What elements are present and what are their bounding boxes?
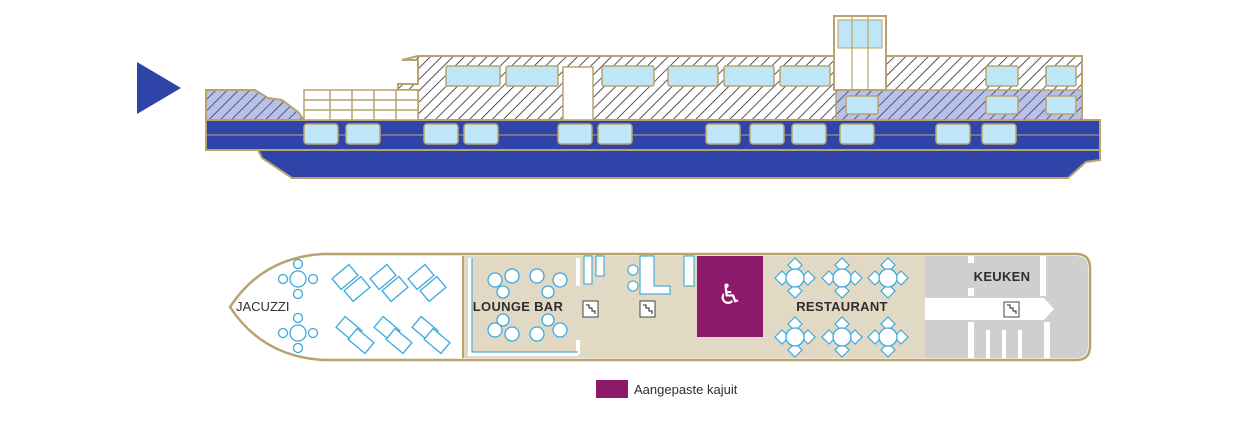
restaurant-table [774, 316, 816, 358]
restaurant-chair [787, 283, 803, 299]
restaurant-table-top [878, 327, 898, 347]
wheelhouse [833, 15, 887, 91]
bar-counter [583, 255, 695, 295]
play-arrow-icon [137, 62, 181, 114]
jacuzzi-tables [277, 258, 319, 354]
restaurant-chair [893, 270, 909, 286]
restaurant-chair [880, 283, 896, 299]
restaurant-chair [867, 270, 883, 286]
bar-stools [627, 264, 639, 292]
restaurant-chair [893, 329, 909, 345]
area-label-jacuzzi: JACUZZI [236, 299, 289, 314]
restaurant-chair [787, 257, 803, 273]
hull [206, 149, 1101, 179]
restaurant-table-top [878, 268, 898, 288]
restaurant-chair [847, 270, 863, 286]
area-label-lounge-bar: LOUNGE BAR [473, 299, 564, 314]
stairs-icon [582, 300, 599, 318]
stairs-icon [1003, 301, 1020, 318]
door-opening [562, 66, 594, 121]
restaurant-table [774, 257, 816, 299]
restaurant-table-top [832, 327, 852, 347]
kitchen-label-box [968, 263, 1036, 288]
restaurant-table [821, 316, 863, 358]
restaurant-chair [880, 316, 896, 332]
sunloungers [331, 263, 451, 355]
restaurant-chair [834, 316, 850, 332]
wheelchair-icon: ♿ [717, 278, 742, 311]
lounge-bar-partition-outline [471, 258, 578, 353]
main-deck-windows [303, 123, 1017, 145]
restaurant-chair [867, 329, 883, 345]
restaurant-table-top [832, 268, 852, 288]
restaurant-chair [774, 329, 790, 345]
stairs-icon [639, 300, 656, 318]
restaurant-chair [800, 270, 816, 286]
accessible-cabin [697, 256, 763, 337]
restaurant-table-top [785, 327, 805, 347]
restaurant-table [821, 257, 863, 299]
ship-side-view [137, 15, 1101, 179]
restaurant-chair [880, 257, 896, 273]
restaurant-table [867, 316, 909, 358]
restaurant-table [867, 257, 909, 299]
restaurant-chair [774, 270, 790, 286]
deck-plan-top-view: ♿ [228, 252, 1092, 362]
restaurant-chair [800, 329, 816, 345]
restaurant-chair [821, 270, 837, 286]
restaurant-chair [787, 342, 803, 358]
area-label-kitchen: KEUKEN [974, 269, 1031, 284]
legend-label-accessible: Aangepaste kajuit [634, 382, 738, 397]
restaurant-chair [787, 316, 803, 332]
restaurant-chair [834, 257, 850, 273]
restaurant-chair [834, 283, 850, 299]
area-label-restaurant: RESTAURANT [796, 299, 888, 314]
restaurant-tables [774, 257, 909, 358]
restaurant-chair [847, 329, 863, 345]
bow-superstructure [205, 89, 306, 121]
restaurant-chair [821, 329, 837, 345]
sundeck-railing [303, 89, 419, 121]
restaurant-table-top [785, 268, 805, 288]
restaurant-chair [880, 342, 896, 358]
upper-windows [445, 65, 1077, 115]
restaurant-chair [834, 342, 850, 358]
legend-swatch-accessible [596, 380, 628, 398]
lounge-seats [487, 268, 568, 342]
legend: Aangepaste kajuit [596, 380, 738, 398]
